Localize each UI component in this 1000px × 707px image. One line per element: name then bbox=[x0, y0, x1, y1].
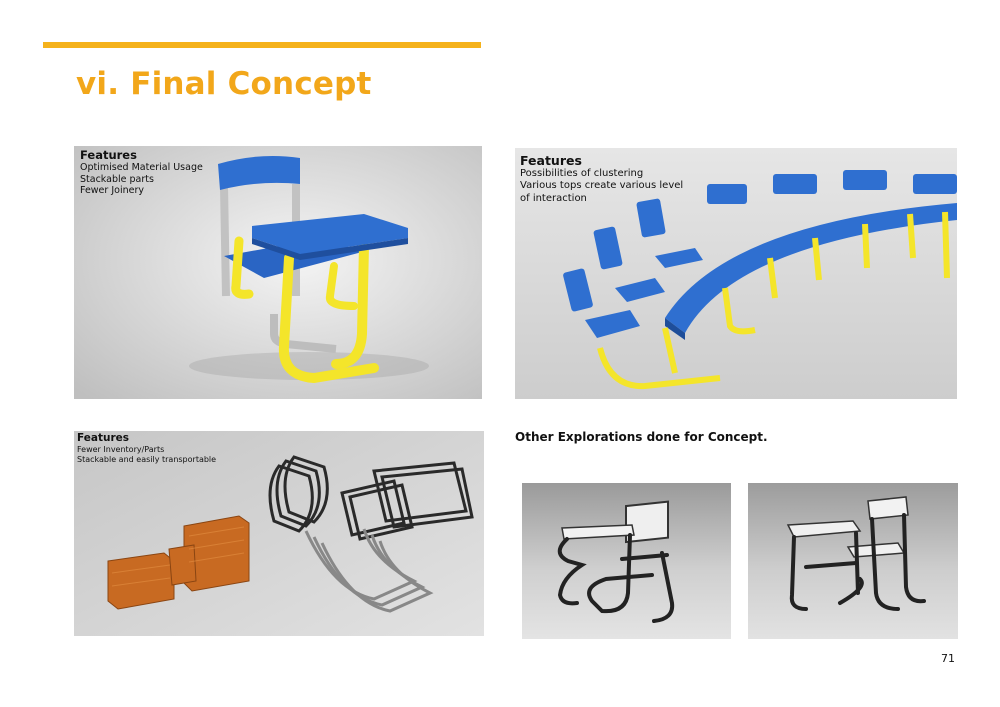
cluster-features-heading: Features bbox=[520, 153, 582, 168]
cluster-feature-item: of interaction bbox=[520, 192, 587, 204]
header-accent-rule bbox=[43, 42, 481, 48]
chair-render-panel: Features Optimised Material Usage Stacka… bbox=[74, 146, 482, 399]
cluster-features-caption: Features Possibilities of clustering Var… bbox=[520, 153, 683, 205]
cluster-feature-item: Various tops create various level bbox=[520, 180, 684, 192]
tubular-desk-chair-photo-b bbox=[748, 483, 958, 639]
blue-chair-render-image bbox=[74, 146, 482, 399]
stacked-parts-render-image bbox=[74, 431, 484, 636]
exploration-photo-b bbox=[748, 483, 958, 639]
cluster-render-panel: Features Possibilities of clustering Var… bbox=[515, 148, 957, 399]
exploration-photo-a bbox=[522, 483, 731, 639]
page-title: vi. Final Concept bbox=[76, 66, 372, 102]
chair-feature-item: Fewer Joinery bbox=[80, 185, 144, 197]
chair-feature-item: Stackable parts bbox=[80, 173, 154, 185]
stack-features-heading: Features bbox=[77, 432, 129, 444]
explorations-heading: Other Explorations done for Concept. bbox=[515, 430, 768, 444]
chair-cluster-render-image bbox=[515, 148, 957, 399]
stack-feature-item: Stackable and easily transportable bbox=[77, 454, 217, 464]
tubular-desk-chair-photo-a bbox=[522, 483, 731, 639]
chair-features-caption: Features Optimised Material Usage Stacka… bbox=[80, 148, 203, 197]
page-number: 71 bbox=[941, 652, 955, 665]
chair-feature-item: Optimised Material Usage bbox=[80, 162, 203, 174]
chair-features-heading: Features bbox=[80, 148, 137, 162]
stacked-parts-panel: Features Fewer Inventory/Parts Stackable… bbox=[74, 431, 484, 636]
stack-feature-item: Fewer Inventory/Parts bbox=[77, 444, 165, 454]
stack-features-caption: Features Fewer Inventory/Parts Stackable… bbox=[77, 432, 216, 464]
cluster-feature-item: Possibilities of clustering bbox=[520, 168, 644, 180]
